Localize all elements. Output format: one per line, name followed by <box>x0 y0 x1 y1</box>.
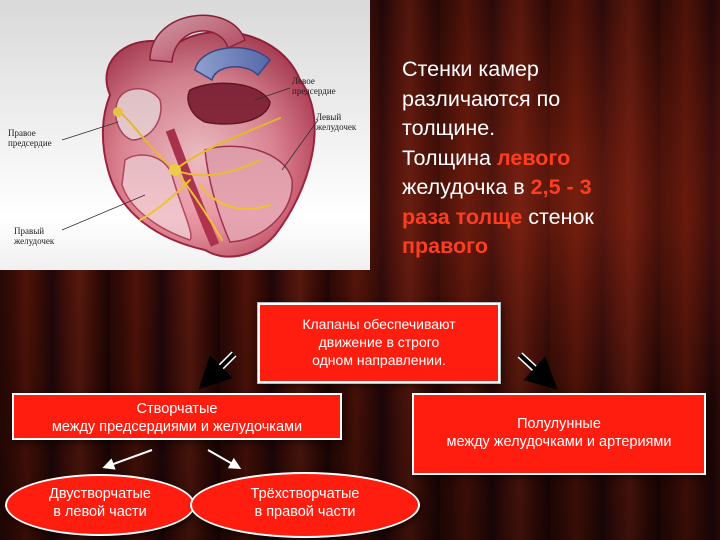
valves-line-3: одном направлении. <box>312 352 446 368</box>
sa-node <box>113 107 123 117</box>
label-left-atrium: Левое предсердие <box>292 76 336 96</box>
semilunar-valves-box: Полулунные между желудочками и артериями <box>412 393 706 475</box>
text-line-3: толщине. <box>402 116 496 140</box>
right-ventricle-shape <box>121 154 192 241</box>
highlight-thicker: раза толще <box>402 204 523 229</box>
valves-box: Клапаны обеспечивают движение в строго о… <box>258 303 500 383</box>
conduction-system <box>117 109 281 241</box>
arrow-to-tricuspid <box>207 449 242 469</box>
arrow-to-semilunar <box>517 352 558 390</box>
tricuspid-title: Трёхстворчатые <box>250 486 360 502</box>
aorta-shape <box>149 14 246 63</box>
pulmonary-vessel-shape <box>194 47 272 82</box>
leaflet-subtitle: между предсердиями и желудочками <box>51 419 303 435</box>
highlight-right: правого <box>402 234 488 258</box>
bicuspid-title: Двустворчатые <box>49 486 151 502</box>
text-line-7: правого <box>402 232 702 262</box>
bicuspid-oval: Двустворчатые в левой части <box>5 474 195 536</box>
label-right-ventricle: Правый желудочек <box>14 226 55 246</box>
heart-illustration: Левое предсердие Левый желудочек Правое … <box>0 0 370 270</box>
label-right-atrium: Правое предсердие <box>8 128 52 148</box>
label-left-ventricle: Левый желудочек <box>316 112 357 132</box>
semilunar-subtitle: между желудочками и артериями <box>446 434 672 450</box>
text-line-2: различаются по <box>402 86 561 111</box>
text-line-5: желудочка в 2,5 - 3 <box>402 175 592 199</box>
tricuspid-oval: Трёхстворчатые в правой части <box>190 472 420 538</box>
arrow-to-bicuspid <box>102 449 153 470</box>
heart-drawing <box>61 14 319 258</box>
leaflet-valves-box: Створчатые между предсердиями и желудочк… <box>12 393 342 440</box>
leaflet-title: Створчатые <box>136 401 218 417</box>
tricuspid-subtitle: в правой части <box>254 504 356 520</box>
left-atrium-shape <box>187 82 271 125</box>
highlight-left: левого <box>497 145 571 170</box>
av-node <box>169 164 181 176</box>
bicuspid-subtitle: в левой части <box>53 504 147 520</box>
valves-line-1: Клапаны обеспечивают <box>302 316 456 332</box>
right-atrium-shape <box>114 88 162 141</box>
text-line-4: Толщина левого <box>402 145 571 170</box>
arrow-to-leaflet <box>198 351 237 390</box>
text-line-1: Стенки камер <box>402 57 539 81</box>
text-line-6: раза толще стенок <box>402 204 594 229</box>
highlight-ratio: 2,5 - 3 <box>530 175 592 199</box>
leader-lines <box>61 87 319 231</box>
septum-shape <box>165 128 220 247</box>
wall-thickness-text: Стенки камер различаются по толщине. Тол… <box>402 55 702 262</box>
valves-line-2: движение в строго <box>318 334 440 350</box>
semilunar-title: Полулунные <box>517 416 601 432</box>
